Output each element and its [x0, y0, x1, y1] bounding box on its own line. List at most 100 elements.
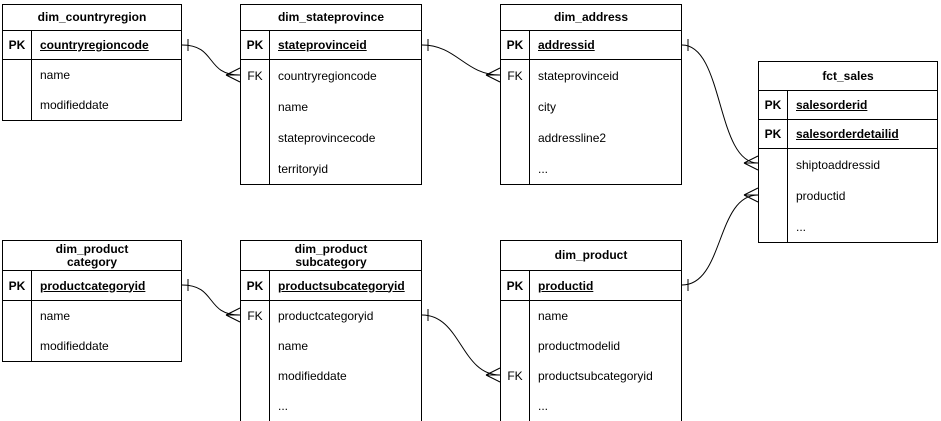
table-title-text: dim_product	[554, 248, 628, 262]
relation-product-fctsales[interactable]	[681, 187, 759, 291]
table-row: stateprovincecode	[241, 122, 421, 153]
table-row-fk: FK productsubcategoryid	[501, 361, 681, 391]
table-row: modifieddate	[241, 361, 421, 391]
table-row: ...	[501, 391, 681, 421]
table-row-pk: PK stateprovinceid	[241, 31, 421, 60]
table-title: dim_stateprovince	[241, 5, 421, 31]
table-title-text: dim_product	[294, 241, 368, 256]
table-title-text: category	[66, 254, 118, 269]
pk-badge: PK	[759, 120, 788, 148]
field-city: city	[538, 99, 556, 114]
table-title: dim_product subcategory	[241, 241, 421, 271]
table-row: ...	[759, 211, 937, 242]
table-row: productmodelid	[501, 331, 681, 361]
table-dim_product[interactable]: dim_product PK productid name productmod…	[500, 240, 682, 421]
field-productsubcategoryid: productsubcategoryid	[538, 369, 653, 383]
field-name: name	[278, 99, 309, 114]
field-stateprovinceid: stateprovinceid	[538, 68, 619, 83]
table-title-text: fct_sales	[822, 68, 874, 83]
table-title-text: subcategory	[295, 254, 367, 269]
relation-productsubcategory-product[interactable]	[421, 309, 501, 383]
table-row: ...	[501, 153, 681, 184]
fk-badge: FK	[241, 301, 270, 331]
key-cell	[501, 153, 530, 184]
field-productid: productid	[538, 278, 594, 293]
table-row: modifieddate	[3, 331, 181, 361]
table-title-text: dim_address	[553, 10, 629, 24]
table-dim_product_subcategory[interactable]: dim_product subcategory PK productsubcat…	[240, 240, 422, 421]
key-cell	[241, 331, 270, 361]
table-title-text: dim_stateprovince	[277, 10, 385, 24]
field-name: name	[278, 339, 309, 353]
field-stateprovincecode: stateprovincecode	[278, 130, 376, 145]
pk-badge: PK	[501, 31, 530, 59]
relation-line	[181, 44, 241, 76]
relation-address-fctsales[interactable]	[681, 39, 759, 171]
table-row: city	[501, 91, 681, 122]
cardinality-many-marker	[485, 367, 501, 383]
relation-line	[181, 284, 241, 316]
table-row-pk: PK productsubcategoryid	[241, 271, 421, 301]
pk-badge: PK	[241, 31, 270, 59]
key-cell	[759, 180, 788, 211]
field-name: name	[538, 309, 569, 323]
key-cell	[759, 149, 788, 180]
fk-badge: FK	[241, 60, 270, 91]
key-cell	[3, 90, 32, 120]
cardinality-many-marker	[225, 67, 241, 83]
field-countryregioncode: countryregioncode	[278, 68, 377, 83]
table-row: addressline2	[501, 122, 681, 153]
table-title: dim_product category	[3, 241, 181, 271]
cardinality-many-marker	[743, 187, 759, 203]
table-dim_countryregion[interactable]: dim_countryregion PK countryregioncode n…	[2, 4, 182, 121]
table-title-text: dim_product	[55, 241, 129, 256]
pk-badge: PK	[3, 31, 32, 59]
field-name: name	[40, 309, 71, 323]
table-dim_product_category[interactable]: dim_product category PK productcategoryi…	[2, 240, 182, 362]
key-cell	[241, 153, 270, 184]
table-row-fk: FK stateprovinceid	[501, 60, 681, 91]
key-cell	[241, 361, 270, 391]
table-row: modifieddate	[3, 90, 181, 120]
table-title: dim_product	[501, 241, 681, 271]
table-row-fk: FK countryregioncode	[241, 60, 421, 91]
relation-stateprovince-address[interactable]	[421, 39, 501, 83]
cardinality-many-marker	[743, 155, 759, 171]
relation-line	[681, 194, 759, 286]
field-addressline2: addressline2	[538, 130, 607, 145]
table-row: territoryid	[241, 153, 421, 184]
field-productid: productid	[796, 188, 846, 203]
table-row: ...	[241, 391, 421, 421]
key-cell	[3, 60, 32, 90]
field-stateprovinceid: stateprovinceid	[278, 38, 367, 52]
table-title: dim_countryregion	[3, 5, 181, 31]
field-salesorderid: salesorderid	[796, 98, 868, 112]
field-name: name	[40, 68, 71, 82]
field-productmodelid: productmodelid	[538, 339, 621, 353]
table-row: name	[501, 301, 681, 331]
table-row-pk: PK addressid	[501, 31, 681, 60]
field-ellipsis: ...	[278, 399, 289, 413]
relation-countryregion-stateprovince[interactable]	[181, 39, 241, 83]
field-countryregioncode: countryregioncode	[40, 38, 149, 52]
pk-badge: PK	[759, 91, 788, 119]
key-cell	[501, 391, 530, 421]
table-row-pk: PK salesorderdetailid	[759, 120, 937, 149]
cardinality-many-marker	[225, 307, 241, 323]
table-row-pk: PK productcategoryid	[3, 271, 181, 301]
table-row: shiptoaddressid	[759, 149, 937, 180]
relation-productcategory-productsubcategory[interactable]	[181, 279, 241, 323]
fk-badge: FK	[501, 60, 530, 91]
key-cell	[501, 301, 530, 331]
field-productsubcategoryid: productsubcategoryid	[278, 278, 405, 293]
table-dim_stateprovince[interactable]: dim_stateprovince PK stateprovinceid FK …	[240, 4, 422, 185]
table-row-pk: PK salesorderid	[759, 91, 937, 120]
table-title: dim_address	[501, 5, 681, 31]
table-dim_address[interactable]: dim_address PK addressid FK stateprovinc…	[500, 4, 682, 185]
table-title-text: dim_countryregion	[37, 10, 147, 24]
table-fct_sales[interactable]: fct_sales PK salesorderid PK salesorderd…	[758, 61, 938, 243]
key-cell	[241, 122, 270, 153]
field-modifieddate: modifieddate	[40, 98, 109, 112]
